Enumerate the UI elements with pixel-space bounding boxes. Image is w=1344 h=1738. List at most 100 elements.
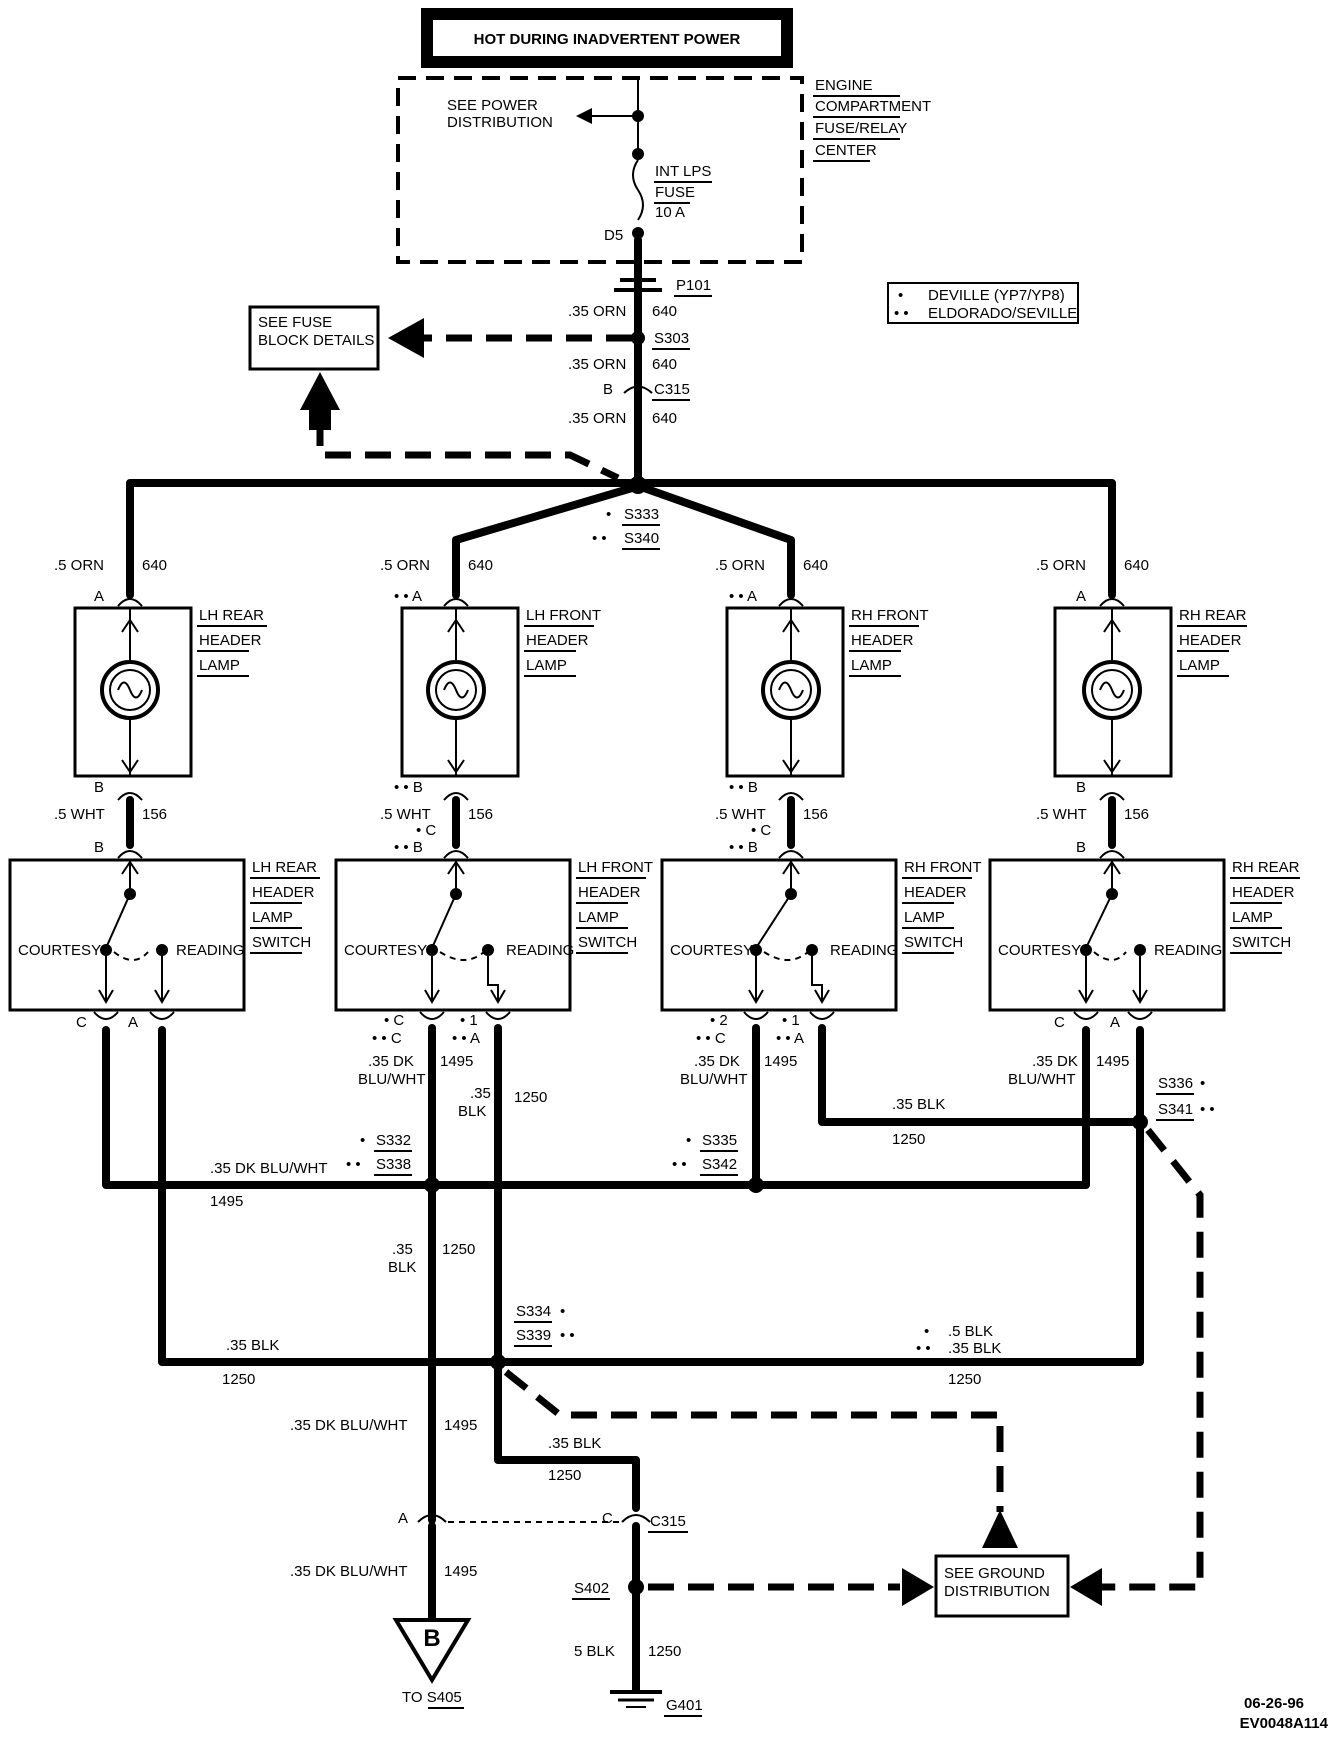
legend-deville-marker: •: [898, 287, 903, 304]
switch-pin-c-marker: • C: [751, 822, 771, 839]
see-fuse-block-box[interactable]: [248, 305, 380, 371]
rhf-pin-2: • 2: [710, 1012, 728, 1029]
label-s303: S303: [654, 330, 689, 347]
s334-marker: •: [560, 1303, 565, 1320]
label-p101: P101: [676, 277, 711, 294]
label-s341: S341: [1158, 1101, 1193, 1118]
s339-marker: • •: [560, 1327, 575, 1344]
ground-wire: 5 BLK: [574, 1643, 615, 1660]
switch-blade-icon[interactable]: [105, 893, 131, 949]
switch-name-line: HEADER: [578, 884, 641, 901]
title-text: HOT DURING INADVERTENT POWER: [474, 31, 741, 48]
fuse-name: INT LPS: [655, 163, 711, 180]
rh-blk5-marker: •: [924, 1323, 929, 1340]
connector-icon: [778, 598, 804, 607]
rhf-wire-blk: .35 BLK: [892, 1096, 945, 1113]
switch-name-line: SWITCH: [252, 934, 311, 951]
lhr-pin-a: A: [128, 1014, 138, 1031]
connector-icon: [1099, 792, 1125, 801]
connector-icon: [117, 598, 143, 607]
connector-icon: [443, 598, 469, 607]
footer-code: EV0048A114: [1240, 1715, 1329, 1732]
switch-blade-icon[interactable]: [755, 893, 792, 949]
rhr-pin-c: C: [1054, 1014, 1065, 1031]
lower-wiring: C A • C • • C • 1 • • A .35 DK 1495 BLU/…: [76, 1012, 1215, 1717]
fuse-block-label-1: ENGINE: [815, 77, 873, 94]
rhr-wire-dk: .35 DK: [1032, 1053, 1078, 1070]
to-s405: TO S405: [402, 1689, 462, 1706]
connector-icon: [485, 1011, 511, 1020]
switch-name-line: RH FRONT: [904, 859, 982, 876]
lamp-feed-circuit: 640: [468, 557, 493, 574]
switch-feed-wire: .5 WHT: [54, 806, 105, 823]
lhf-pin-c: • • C: [372, 1030, 402, 1047]
lhf-circuit-1495: 1495: [440, 1053, 473, 1070]
switch-pin-c-marker: • C: [416, 822, 436, 839]
legend-eldorado-marker: • •: [894, 305, 909, 322]
arrow-up-icon: [300, 372, 340, 410]
lamp-pin-b: B: [94, 779, 104, 796]
lamp-feed-wire: .5 ORN: [715, 557, 765, 574]
lamp-name-line: LAMP: [1179, 657, 1220, 674]
s340-marker: • •: [592, 530, 607, 547]
label-s335: S335: [702, 1132, 737, 1149]
mid-circuit-1250: 1250: [442, 1241, 475, 1258]
connector-c315-a-icon: [417, 1514, 447, 1523]
see-power-line2: DISTRIBUTION: [447, 114, 553, 131]
mid-wire-35: .35: [392, 1241, 413, 1258]
lhf-circuit-1250: 1250: [514, 1089, 547, 1106]
lamp-name-line: LH REAR: [199, 607, 264, 624]
switch-name-line: LAMP: [578, 909, 619, 926]
lhr-pin-c: C: [76, 1014, 87, 1031]
lhf-wire-blk: BLK: [458, 1103, 486, 1120]
switch-name-line: HEADER: [252, 884, 315, 901]
lhf-pin-2: • C: [384, 1012, 404, 1029]
reading-label: READING: [1154, 942, 1222, 959]
lamp-name-line: HEADER: [851, 632, 914, 649]
switch-housing: [334, 858, 572, 1012]
switch-name-line: SWITCH: [904, 934, 963, 951]
switch-feed-circuit: 156: [1124, 806, 1149, 823]
lamp-pin-b: • • B: [729, 779, 758, 796]
label-s339: S339: [516, 1327, 551, 1344]
connector-icon: [1099, 598, 1125, 607]
feed-circuit-2: 640: [652, 356, 677, 373]
label-s340: S340: [624, 530, 659, 547]
switch-name-line: LAMP: [252, 909, 293, 926]
connector-icon: [443, 792, 469, 801]
down-wire-2: .35 DK BLU/WHT: [290, 1563, 408, 1580]
arrow-left-icon: [388, 318, 424, 358]
lamp-pin-a: • • A: [729, 588, 757, 605]
feed-circuit-1: 640: [652, 303, 677, 320]
courtesy-label: COURTESY: [670, 942, 753, 959]
lamp-name-line: HEADER: [199, 632, 262, 649]
offpage-letter: B: [423, 1625, 440, 1652]
rh-blk35: .35 BLK: [948, 1340, 1001, 1357]
ground-circuit: 1250: [648, 1643, 681, 1660]
switch-pin-b: • • B: [729, 839, 758, 856]
lhf-wire-bluwht: BLU/WHT: [358, 1071, 426, 1088]
ground-icon: [610, 1690, 662, 1708]
connector-p101-icon: [614, 278, 662, 292]
switch-name-line: SWITCH: [1232, 934, 1291, 951]
see-ground-box[interactable]: [934, 1554, 1070, 1618]
rhf-wire-dk: .35 DK: [694, 1053, 740, 1070]
feed-wire-3: .35 ORN: [568, 410, 626, 427]
switch-name-line: LH REAR: [252, 859, 317, 876]
label-s332: S332: [376, 1132, 411, 1149]
feed-circuit-3: 640: [652, 410, 677, 427]
switch-blade-icon[interactable]: [431, 893, 457, 949]
switch-blade-icon[interactable]: [1085, 893, 1113, 949]
connector-icon: [117, 850, 143, 859]
label-s333: S333: [624, 506, 659, 523]
switch-feed-wire: .5 WHT: [715, 806, 766, 823]
connector-icon: [778, 850, 804, 859]
courtesy-label: COURTESY: [998, 942, 1081, 959]
lamp-pin-a: A: [94, 588, 104, 605]
switch-feed-circuit: 156: [803, 806, 828, 823]
lamp-name-line: RH REAR: [1179, 607, 1247, 624]
c315-pin-c: C: [602, 1510, 613, 1527]
lh-blk-circuit: 1250: [222, 1371, 255, 1388]
